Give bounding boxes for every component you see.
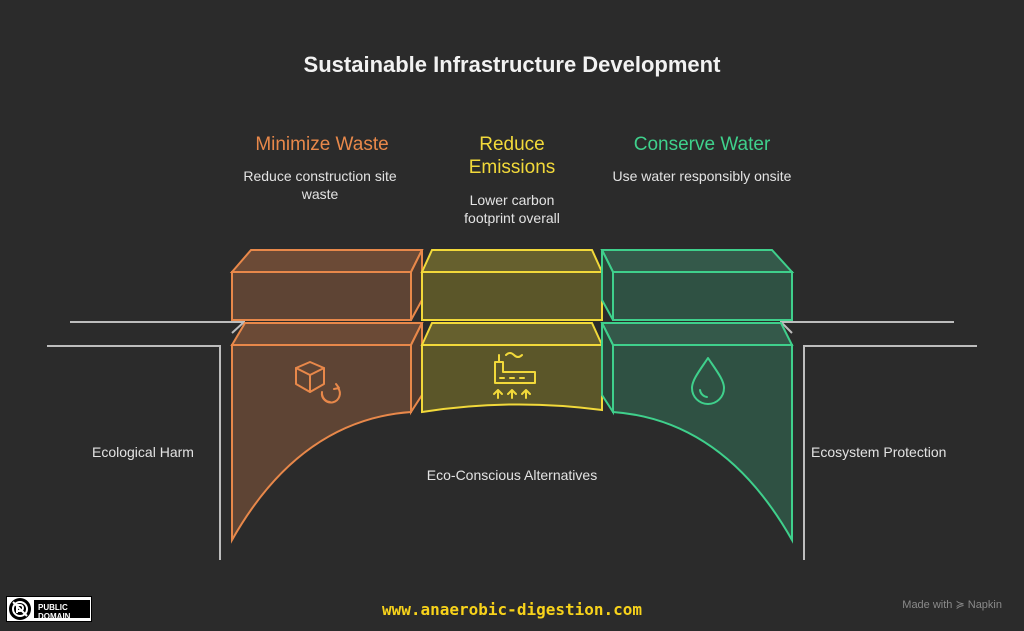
made-with-napkin: Made with ≽ Napkin xyxy=(902,599,1002,611)
heading-minimize-waste: Minimize Waste xyxy=(255,134,389,155)
public-domain-icon xyxy=(9,598,31,620)
heading-reduce-emissions: Reduce Emissions xyxy=(468,134,556,178)
public-domain-badge: PUBLIC DOMAIN xyxy=(6,596,92,622)
desc-minimize-waste: Reduce construction site waste xyxy=(243,168,397,202)
desc-reduce-emissions: Lower carbon footprint overall xyxy=(464,192,560,226)
desc-conserve-water: Use water responsibly onsite xyxy=(612,168,792,184)
water-block xyxy=(600,249,795,544)
page-title: Sustainable Infrastructure Development xyxy=(303,52,721,77)
label-ecosystem-protection: Ecosystem Protection xyxy=(811,444,947,460)
water-drop-icon xyxy=(691,357,725,405)
website-url: www.anaerobic-digestion.com xyxy=(381,600,643,619)
factory-emissions-icon xyxy=(493,352,536,399)
heading-conserve-water: Conserve Water xyxy=(633,134,771,155)
emissions-block xyxy=(420,249,604,414)
badge-line-1: PUBLIC xyxy=(38,603,68,612)
label-ecological-harm: Ecological Harm xyxy=(92,444,194,460)
badge-line-2: DOMAIN xyxy=(38,612,71,621)
box-recycle-icon xyxy=(295,361,341,404)
label-eco-conscious-alternatives: Eco-Conscious Alternatives xyxy=(426,467,598,483)
waste-block xyxy=(229,249,424,544)
